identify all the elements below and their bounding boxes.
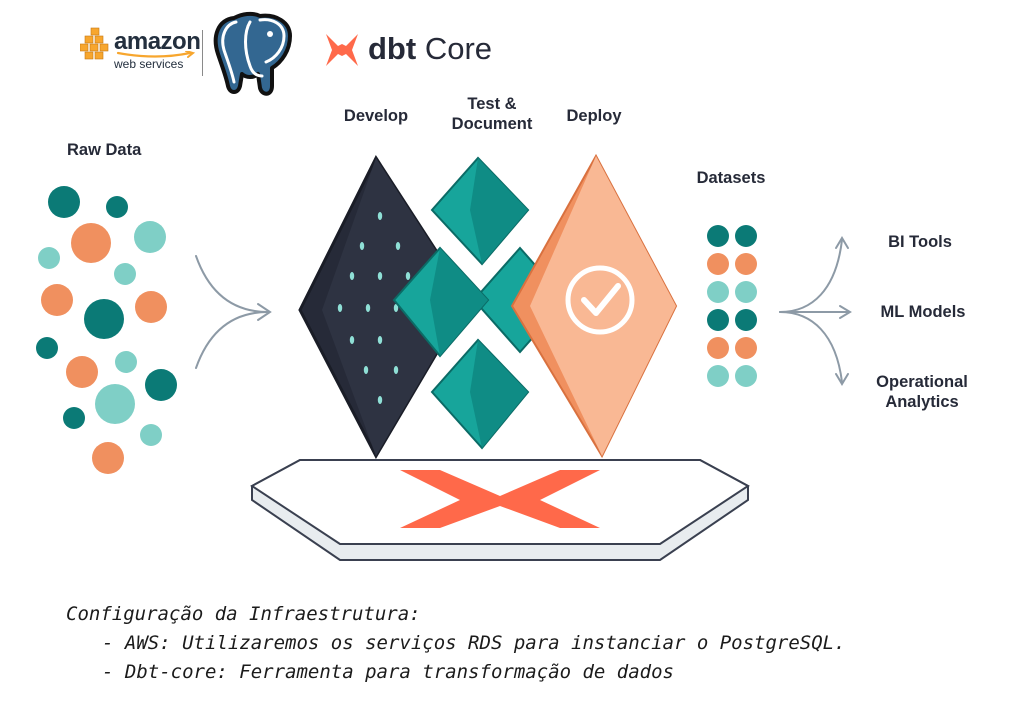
test-label-line1: Test &: [467, 95, 517, 113]
test-document-label: Test & Document: [440, 94, 544, 134]
output-arrows: [779, 236, 852, 386]
raw-data-label: Raw Data: [67, 141, 142, 159]
dbt-brand-text: dbt: [368, 31, 417, 66]
notes-item-aws: AWS: Utilizaremos os serviços RDS para i…: [66, 629, 1006, 658]
aws-logo: amazon web services: [80, 24, 201, 72]
deploy-label: Deploy: [566, 107, 622, 125]
operational-label-line1: Operational: [876, 373, 968, 391]
bi-tools-label: BI Tools: [888, 233, 952, 251]
checkmark-circle: [565, 265, 635, 335]
aws-smile-icon: [116, 51, 196, 58]
dbt-product-text: Core: [424, 31, 493, 66]
aws-subtitle: web services: [114, 57, 184, 71]
dbt-workflow-diagram: [36, 153, 852, 561]
dbt-platform-base: [250, 459, 750, 561]
checkmark-icon: [581, 283, 621, 316]
develop-label: Develop: [343, 107, 409, 125]
operational-analytics-label: Operational Analytics: [862, 372, 982, 412]
dbt-logo-icon: [326, 34, 358, 66]
datasets-dots: [707, 225, 757, 387]
infrastructure-notes: Configuração da Infraestrutura: AWS: Uti…: [66, 600, 1006, 687]
notes-item-dbt: Dbt-core: Ferramenta para transformação …: [66, 658, 1006, 687]
aws-wordmark: amazon: [114, 28, 201, 55]
dbt-core-wordmark: dbt Core: [368, 32, 492, 66]
datasets-label: Datasets: [696, 169, 766, 187]
test-label-line2: Document: [451, 115, 533, 133]
deploy-stage: [510, 153, 678, 459]
input-arrows: [195, 255, 272, 369]
raw-data-dots: [36, 186, 177, 474]
notes-title: Configuração da Infraestrutura:: [66, 603, 421, 625]
develop-stage: [298, 154, 470, 460]
postgresql-elephant-icon: [213, 11, 292, 96]
ml-models-label: ML Models: [880, 303, 966, 321]
dbt-core-logo: dbt Core: [322, 30, 502, 70]
operational-label-line2: Analytics: [885, 393, 959, 411]
logo-divider: [202, 30, 203, 76]
aws-logo-icon: [80, 27, 109, 60]
